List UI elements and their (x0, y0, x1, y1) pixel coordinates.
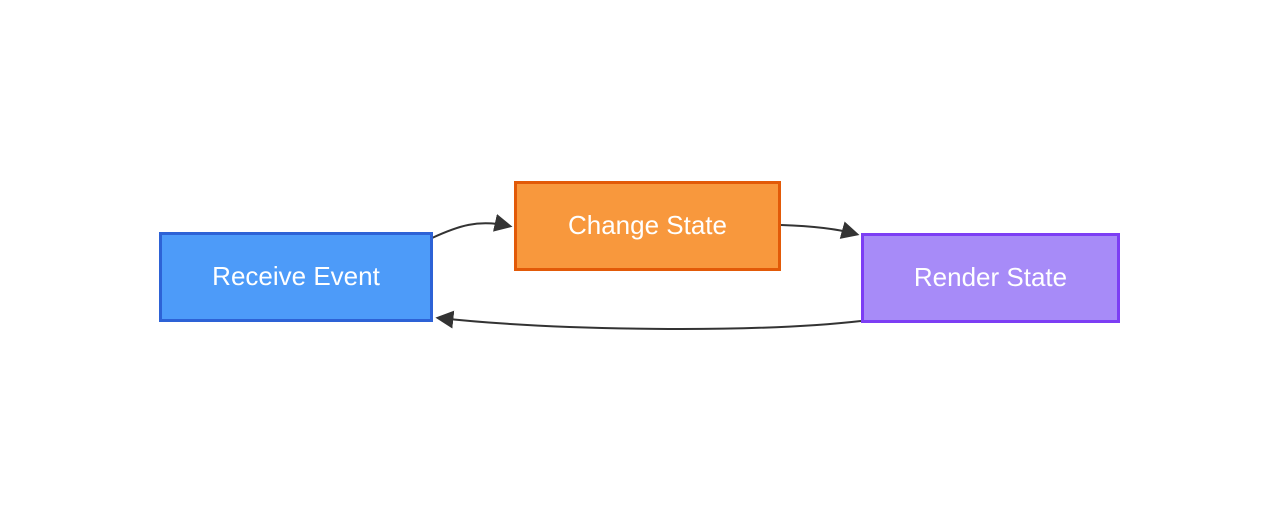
node-receive-event: Receive Event (159, 232, 433, 322)
node-change-state: Change State (514, 181, 781, 271)
node-render-state: Render State (861, 233, 1120, 323)
edge-render-state-to-receive-event (435, 310, 862, 330)
node-render-state-label: Render State (913, 262, 1068, 293)
edge-change-state-to-render-state (780, 221, 860, 239)
node-receive-event-label: Receive Event (212, 261, 380, 292)
edge-receive-event-to-change-state (431, 214, 513, 239)
node-change-state-label: Change State (567, 210, 727, 241)
